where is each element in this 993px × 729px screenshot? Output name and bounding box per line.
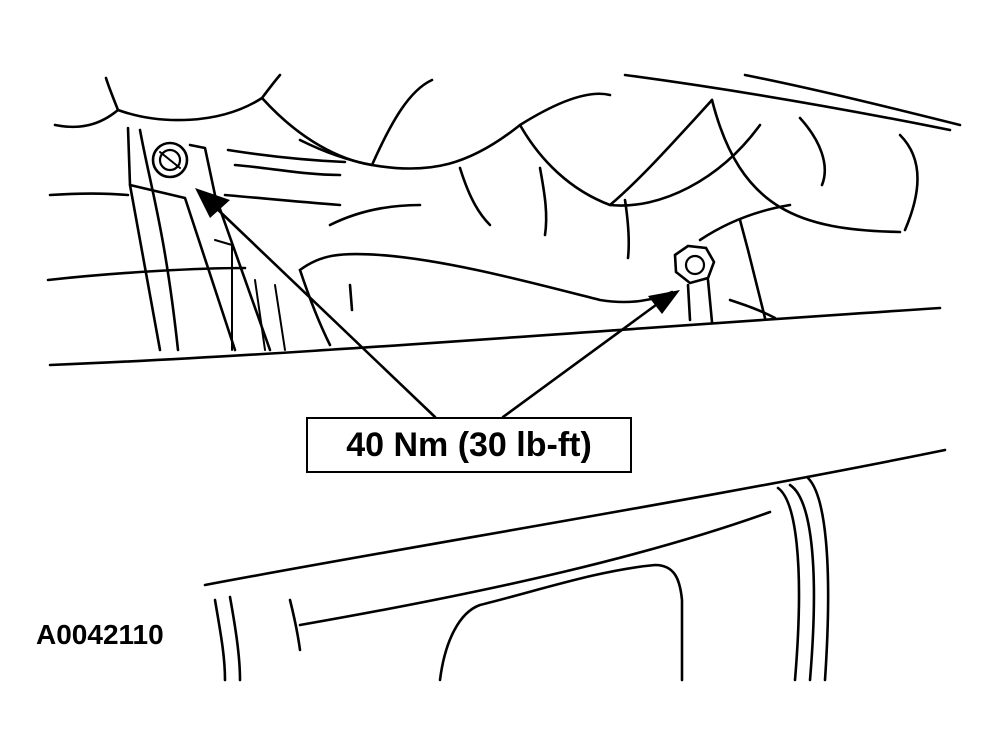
- center-pipe: [298, 203, 792, 347]
- upper-panel-outline: [53, 73, 962, 260]
- leader-lines: [195, 188, 680, 419]
- frame-edge: [46, 192, 942, 367]
- lower-panel: [203, 448, 947, 682]
- torque-callout: 40 Nm (30 lb-ft): [306, 417, 632, 473]
- left-bracket: [126, 126, 347, 352]
- right-nut: [673, 244, 716, 324]
- left-bolt: [151, 141, 189, 179]
- torque-label: 40 Nm (30 lb-ft): [346, 425, 592, 464]
- figure-id: A0042110: [36, 619, 164, 650]
- left-arrowhead: [195, 188, 230, 218]
- right-arrowhead: [648, 290, 680, 314]
